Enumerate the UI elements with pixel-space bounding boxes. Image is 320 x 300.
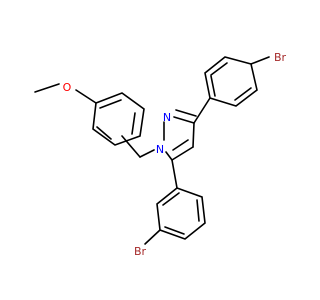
bromophenyl-bottom [144, 159, 206, 245]
methoxyphenyl-group [34, 83, 145, 146]
pyrazole-ring [163, 109, 197, 161]
atom-label-n1: N [156, 143, 164, 156]
bond-c5-n1 [165, 151, 173, 161]
bromophenyl-bottom-ring [156, 187, 206, 240]
methoxyphenyl-ring-double-2 [131, 112, 136, 135]
bond-c4-c5 [171, 146, 194, 161]
bond-o-ring [75, 89, 97, 104]
bromophenyl-bottom-double-3 [196, 199, 200, 222]
atom-label-br-top: Br [274, 51, 287, 64]
bond-ring-ch2 [121, 135, 141, 158]
methoxyphenyl-ring-double-3 [96, 126, 112, 140]
methoxyphenyl-ring [92, 92, 145, 146]
bond-methyl-o [34, 83, 60, 93]
bromophenyl-bottom-double-2 [164, 226, 185, 235]
atom-label-br-bottom: Br [134, 245, 147, 258]
structure-canvas: O N N Br Br [34, 51, 287, 258]
bromophenyl-top-double-3 [210, 75, 216, 97]
bromophenyl-top-double-2 [234, 87, 252, 101]
bond-n2-c3 [173, 116, 195, 124]
bromophenyl-bottom-double-1 [162, 192, 180, 206]
bond-n2-c3-double [175, 109, 197, 117]
methoxyphenyl-ring-double-1 [99, 99, 122, 109]
bond-c4-c5-double [172, 139, 189, 151]
bond-c5-aryl [171, 159, 178, 189]
bond-top-c-br [250, 56, 270, 65]
bond-c3-c4 [192, 122, 195, 148]
bond-bottom-c-br [144, 229, 161, 245]
bond-ch2-n1 [139, 149, 155, 158]
bromophenyl-top-double-1 [210, 62, 228, 76]
bond-c3-aryl [193, 97, 211, 124]
atom-label-o: O [63, 81, 72, 94]
bromophenyl-top [193, 56, 270, 124]
atom-label-n2: N [163, 111, 171, 124]
